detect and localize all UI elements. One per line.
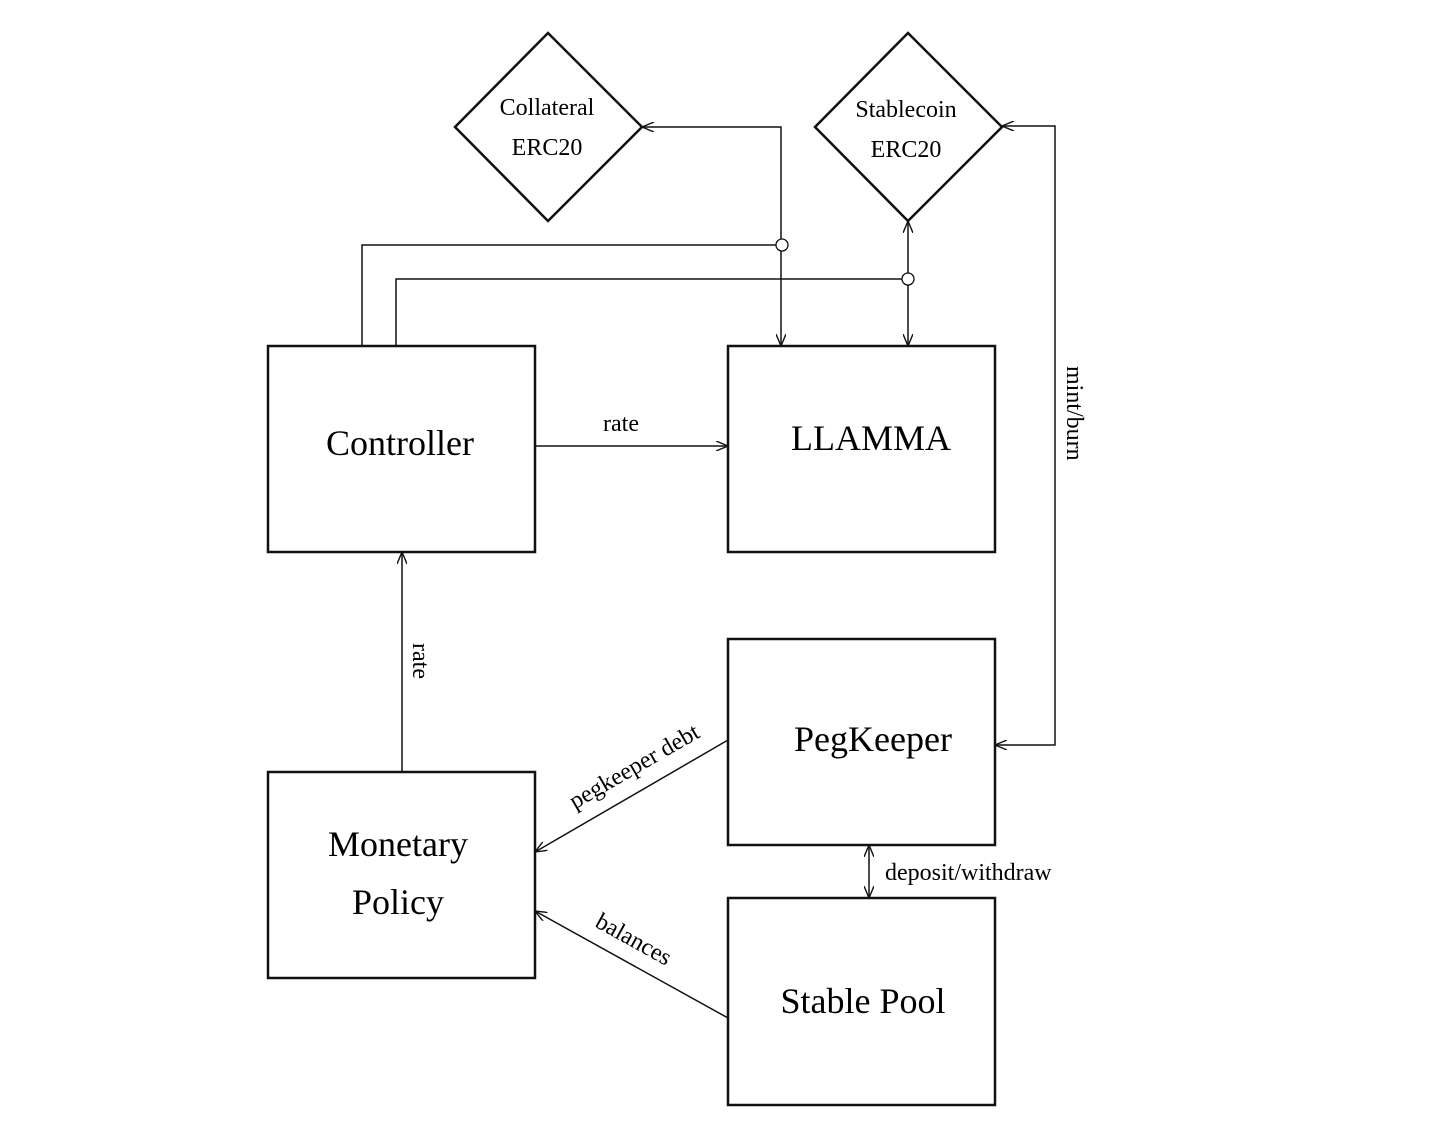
controller-label: Controller: [326, 423, 474, 463]
monetary-policy-line2: Policy: [352, 882, 444, 922]
collateral-erc20-node: Collateral ERC20: [453, 31, 644, 223]
stable-pool-node: Stable Pool: [726, 896, 997, 1107]
controller-to-collateral-wire: [361, 244, 776, 346]
collateral-line1: Collateral: [500, 95, 595, 121]
monetary-policy-node: Monetary Policy: [266, 770, 537, 980]
stablecoin-line2: ERC20: [871, 137, 942, 163]
llamma-node: LLAMMA: [726, 344, 997, 554]
balances-label: balances: [591, 908, 676, 971]
mint-burn-link: [995, 126, 1056, 745]
policy-controller-rate-label: rate: [407, 643, 433, 679]
collateral-line2: ERC20: [512, 135, 583, 161]
monetary-policy-line1: Monetary: [328, 824, 468, 864]
junction-stablecoin: [901, 272, 915, 286]
controller-node: Controller: [266, 344, 537, 554]
pegkeeper-debt-label: pegkeeper debt: [565, 719, 705, 815]
controller-llamma-rate-label: rate: [603, 411, 639, 437]
pool-to-policy-arrow: [535, 911, 729, 1019]
deposit-withdraw-label: deposit/withdraw: [885, 860, 1052, 886]
junction-collateral: [775, 238, 789, 252]
stablecoin-erc20-node: Stablecoin ERC20: [813, 31, 1004, 223]
stable-pool-label: Stable Pool: [780, 981, 945, 1021]
llamma-collateral-link: [642, 127, 781, 346]
controller-to-stablecoin-wire: [395, 278, 902, 346]
pegkeeper-node: PegKeeper: [726, 637, 997, 847]
stablecoin-line1: Stablecoin: [855, 97, 956, 123]
pegkeeper-to-policy-arrow: [535, 739, 729, 852]
pegkeeper-label: PegKeeper: [794, 719, 952, 759]
mint-burn-label: mint/burn: [1061, 366, 1087, 461]
llamma-label: LLAMMA: [791, 418, 951, 458]
